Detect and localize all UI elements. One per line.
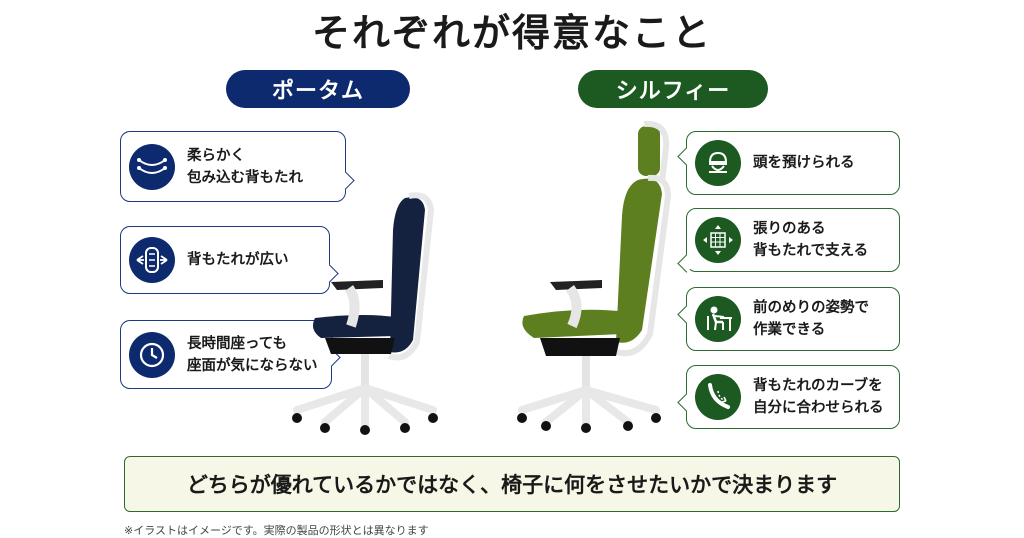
wide-backrest-icon (129, 237, 175, 283)
feature-text: 前のめりの姿勢で 作業できる (753, 300, 869, 338)
feature-text: 張りのある 背もたれで支える (753, 221, 869, 259)
feature-text: 背もたれのカーブを 自分に合わせられる (753, 378, 884, 416)
sylphy-feature-curve-adjust: 背もたれのカーブを 自分に合わせられる (677, 365, 900, 429)
clock-icon (129, 331, 175, 378)
porta-feature-long-sitting: 長時間座っても 座面が気にならない (120, 320, 341, 389)
sylphy-chair-illustration (517, 120, 672, 433)
feature-text: 頭を預けられる (753, 155, 855, 171)
porta-feature-soft-backrest: 柔らかく 包み込む背もたれ (120, 131, 355, 202)
desk-posture-icon (695, 296, 741, 342)
mesh-support-icon (695, 217, 741, 263)
sylphy-feature-headrest: 頭を預けられる (677, 131, 900, 195)
sylphy-label: シルフィー (578, 70, 768, 108)
summary-box: どちらが優れているかではなく、椅子に何をさせたいかで決まります (124, 456, 900, 512)
porta-chair-illustration (292, 192, 438, 435)
page-title: それぞれが得意なこと (311, 11, 712, 55)
feature-text: 背もたれが広い (187, 252, 289, 268)
sylphy-feature-mesh-support: 張りのある 背もたれで支える (677, 208, 900, 273)
illustration-note: ※イラストはイメージです。実際の製品の形状とは異なります (124, 524, 429, 537)
headrest-icon (695, 140, 741, 186)
porta-label: ポータム (226, 70, 410, 108)
feature-text: 柔らかく 包み込む背もたれ (187, 147, 303, 186)
sylphy-feature-forward-posture: 前のめりの姿勢で 作業できる (677, 287, 900, 351)
soft-backrest-icon (129, 143, 175, 190)
curve-adjust-icon (695, 374, 741, 420)
feature-text: 長時間座っても 座面が気にならない (187, 335, 318, 374)
porta-feature-wide-backrest: 背もたれが広い (120, 226, 339, 294)
